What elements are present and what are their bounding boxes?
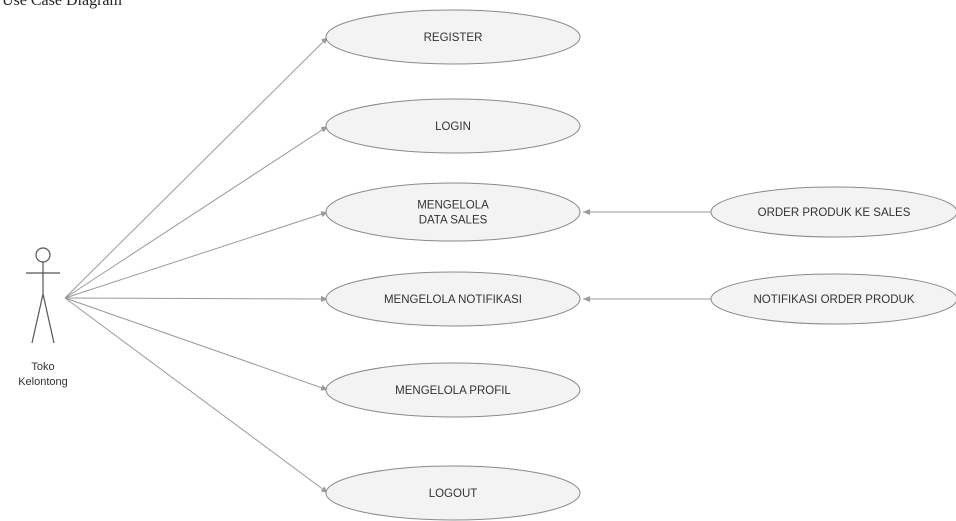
use-case-mengelola-profil: MENGELOLA PROFIL xyxy=(325,362,581,418)
use-case-register-ellipse xyxy=(325,9,581,65)
use-case-mengelola-notifikasi: MENGELOLA NOTIFIKASI xyxy=(325,271,581,327)
use-case-mengelola-notifikasi-label: MENGELOLA NOTIFIKASI xyxy=(384,294,522,306)
use-case-order-produk-ke-sales: ORDER PRODUK KE SALES xyxy=(710,186,956,238)
use-case-mengelola-profil-ellipse xyxy=(325,362,581,418)
use-case-mengelola-data-sales-ellipse xyxy=(325,182,581,242)
association-register xyxy=(64,36,329,299)
use-case-mengelola-profil-label: MENGELOLA PROFIL xyxy=(395,385,511,397)
actor-right-leg xyxy=(42,293,55,344)
actor-name-line2: Kelontong xyxy=(18,376,68,388)
use-case-logout-ellipse xyxy=(325,465,581,521)
use-case-mengelola-data-sales-label: DATA SALES xyxy=(419,215,488,227)
actor-name-line1: Toko xyxy=(31,361,54,373)
use-case-login: LOGIN xyxy=(325,98,581,154)
use-case-register-label: REGISTER xyxy=(424,32,483,44)
association-mengelola-profil xyxy=(64,297,329,391)
use-case-mengelola-data-sales: MENGELOLA DATA SALES xyxy=(325,182,581,242)
page-title: Use Case Diagram xyxy=(2,0,122,9)
use-case-order-produk-ke-sales-label: ORDER PRODUK KE SALES xyxy=(758,207,911,219)
use-case-order-produk-ke-sales-ellipse xyxy=(710,186,956,238)
use-case-notifikasi-order-produk-ellipse xyxy=(710,273,956,325)
use-case-logout-label: LOGOUT xyxy=(429,488,478,500)
association-mengelola-notifikasi xyxy=(64,295,329,302)
use-case-login-label: LOGIN xyxy=(435,121,471,133)
extension-lines xyxy=(583,209,711,302)
use-case-register: REGISTER xyxy=(325,9,581,65)
use-case-mengelola-data-sales-label: MENGELOLA xyxy=(417,200,489,212)
use-case-notifikasi-order-produk: NOTIFIKASI ORDER PRODUK xyxy=(710,273,956,325)
actor-head xyxy=(35,247,51,263)
association-mengelola-data-sales xyxy=(64,211,329,299)
extension-use-case-group: ORDER PRODUK KE SALES NOTIFIKASI ORDER PR… xyxy=(710,186,956,325)
association-logout xyxy=(64,297,329,494)
actor-left-leg xyxy=(31,293,44,344)
use-case-logout: LOGOUT xyxy=(325,465,581,521)
actor-toko-kelontong: Toko Kelontong xyxy=(18,247,68,388)
association-lines xyxy=(64,36,329,494)
use-case-notifikasi-order-produk-label: NOTIFIKASI ORDER PRODUK xyxy=(753,294,914,306)
use-case-mengelola-notifikasi-ellipse xyxy=(325,271,581,327)
use-case-login-ellipse xyxy=(325,98,581,154)
association-login xyxy=(64,125,329,299)
